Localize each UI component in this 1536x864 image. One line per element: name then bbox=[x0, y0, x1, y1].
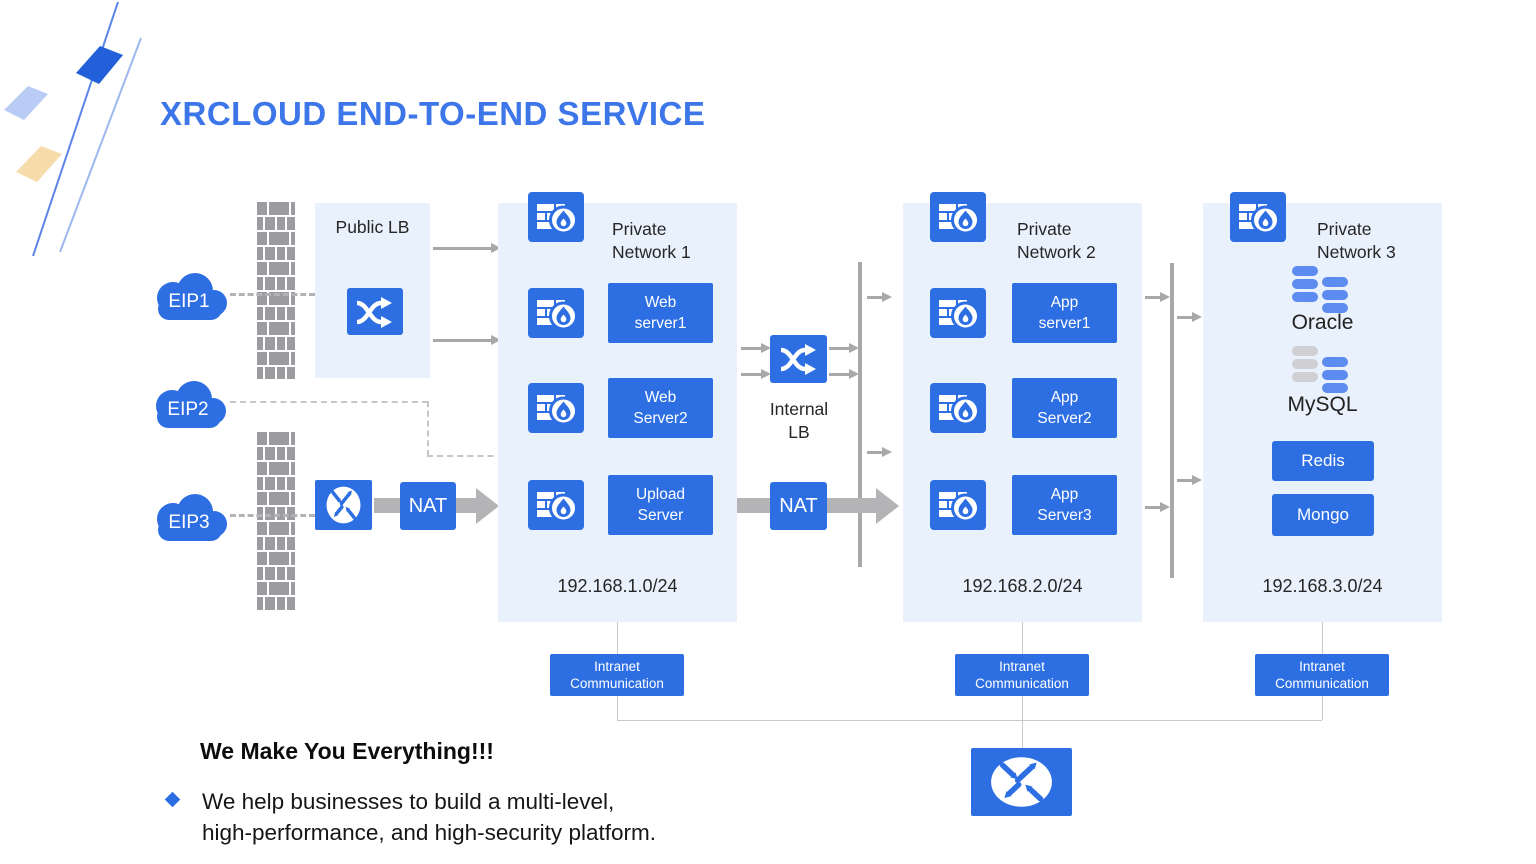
eip1-dashed-link bbox=[230, 293, 315, 296]
eip2-dashed-link bbox=[427, 455, 554, 457]
page-title: XRCLOUD END-TO-END SERVICE bbox=[160, 95, 706, 132]
firewall-icon bbox=[930, 383, 986, 433]
internal-lb-label: Internal LB bbox=[769, 399, 829, 442]
private-network-3-panel bbox=[1203, 203, 1442, 622]
firewall-icon bbox=[930, 288, 986, 338]
eip2-label: EIP2 bbox=[167, 399, 209, 420]
arrow bbox=[867, 292, 892, 301]
private-network-1-title: Private Network 1 bbox=[612, 219, 691, 262]
arrow bbox=[829, 343, 859, 352]
brick-firewall-wall-1 bbox=[257, 202, 295, 379]
private-network-2-title: Private Network 2 bbox=[1017, 219, 1096, 262]
arrow bbox=[829, 369, 859, 378]
server-box-web-server1: Web server1 bbox=[608, 283, 713, 343]
server-box-app-server3: App Server3 bbox=[1012, 475, 1117, 535]
firewall-icon bbox=[930, 192, 986, 242]
firewall-icon bbox=[528, 192, 584, 242]
eip3-cloud: EIP3 bbox=[146, 487, 232, 545]
decor-diamond-yellow bbox=[16, 146, 62, 182]
decor-diamond-light bbox=[4, 86, 48, 120]
bullet-diamond-icon bbox=[164, 791, 181, 808]
firewall-icon bbox=[930, 480, 986, 530]
eip2-dashed-link bbox=[427, 401, 429, 456]
eip1-cloud: EIP1 bbox=[146, 266, 232, 324]
db-label-oracle: Oracle bbox=[1291, 311, 1354, 334]
firewall-icon bbox=[528, 288, 584, 338]
arrow bbox=[741, 369, 771, 378]
nat-label: NAT bbox=[779, 494, 818, 517]
firewall-icon bbox=[528, 383, 584, 433]
router-icon-box bbox=[315, 480, 372, 530]
brick-firewall-wall-2 bbox=[257, 432, 295, 612]
cloud-icon bbox=[157, 494, 227, 541]
cloud-icon bbox=[156, 381, 226, 428]
arrow bbox=[433, 243, 501, 252]
eip1-label: EIP1 bbox=[168, 291, 210, 312]
intranet-communication-box: Intranet Communication bbox=[955, 654, 1089, 696]
arrow bbox=[1145, 292, 1170, 301]
eip2-dashed-link bbox=[230, 401, 428, 403]
network-3-cidr: 192.168.3.0/24 bbox=[1262, 576, 1383, 596]
network-divider-bar bbox=[858, 262, 862, 567]
public-lb-icon-box bbox=[347, 288, 403, 335]
firewall-icon bbox=[528, 480, 584, 530]
core-router-icon-box bbox=[971, 748, 1072, 816]
mongo-box: Mongo bbox=[1272, 494, 1374, 536]
public-lb-label: Public LB bbox=[335, 217, 410, 237]
server-box-app-server1: App server1 bbox=[1012, 283, 1117, 343]
arrow bbox=[741, 343, 771, 352]
arrow bbox=[1177, 475, 1202, 484]
connector-line bbox=[617, 720, 1322, 721]
eip3-label: EIP3 bbox=[168, 512, 210, 533]
decor-diamond-dark bbox=[76, 46, 123, 84]
firewall-icon bbox=[1230, 192, 1286, 242]
intranet-communication-box: Intranet Communication bbox=[1255, 654, 1389, 696]
footer-heading: We Make You Everything!!! bbox=[200, 738, 494, 764]
server-box-web-server2: Web Server2 bbox=[608, 378, 713, 438]
router-icon bbox=[991, 757, 1052, 807]
network-2-cidr: 192.168.2.0/24 bbox=[962, 576, 1083, 596]
nat-box: NAT bbox=[770, 482, 827, 530]
intranet-communication-box: Intranet Communication bbox=[550, 654, 684, 696]
arrow bbox=[867, 447, 892, 456]
database-icon-oracle bbox=[1292, 266, 1348, 313]
db-label-mysql: MySQL bbox=[1287, 393, 1358, 416]
footer-text: We help businesses to build a multi-leve… bbox=[202, 789, 656, 845]
server-box-app-server2: App Server2 bbox=[1012, 378, 1117, 438]
nat-box: NAT bbox=[400, 482, 456, 530]
network-1-cidr: 192.168.1.0/24 bbox=[557, 576, 678, 596]
shuffle-icon bbox=[356, 296, 392, 328]
internal-lb-icon-box bbox=[770, 335, 827, 383]
redis-box: Redis bbox=[1272, 441, 1374, 481]
router-icon bbox=[326, 486, 361, 524]
arrow bbox=[433, 335, 501, 344]
private-network-3-title: Private Network 3 bbox=[1317, 219, 1396, 262]
eip3-dashed-link bbox=[230, 514, 315, 517]
server-box-upload-server: Upload Server bbox=[608, 475, 713, 535]
shuffle-icon bbox=[780, 344, 816, 375]
arrow bbox=[1145, 502, 1170, 511]
database-icon-mysql bbox=[1292, 346, 1348, 393]
arrow bbox=[1177, 312, 1202, 321]
cloud-icon bbox=[157, 273, 227, 320]
corner-decoration bbox=[4, 1, 142, 257]
nat-label: NAT bbox=[408, 494, 448, 517]
eip2-cloud: EIP2 bbox=[145, 374, 231, 432]
network-divider-bar bbox=[1170, 263, 1174, 578]
